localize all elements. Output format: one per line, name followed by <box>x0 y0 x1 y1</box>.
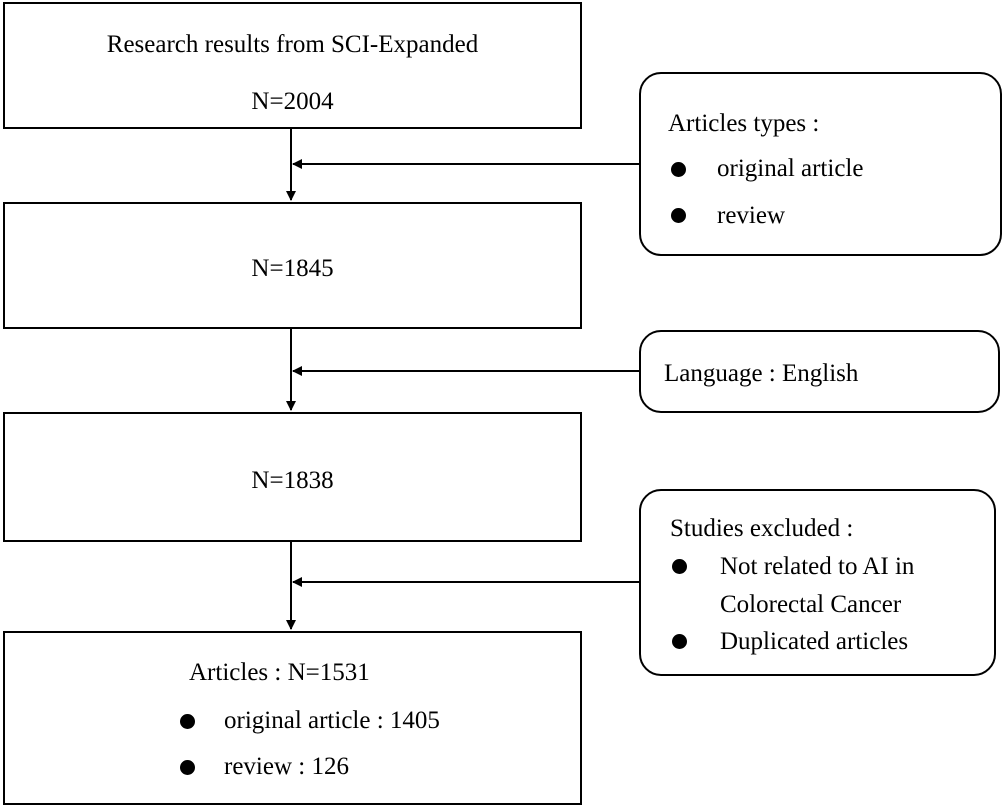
stage-count: N=1845 <box>251 255 334 282</box>
filter-item: Colorectal Cancer <box>720 591 902 618</box>
bullet-icon <box>180 760 195 775</box>
filter-title: Studies excluded : <box>670 515 854 542</box>
stage-box-search-results: Research results from SCI-Expanded N=200… <box>3 2 582 129</box>
filter-item: Not related to AI in <box>720 553 915 580</box>
stage-box-after-language-filter: N=1838 <box>3 412 582 542</box>
stage-count: N=1838 <box>251 467 334 494</box>
filter-box-article-types: Articles types : original article review <box>639 72 1002 256</box>
stage-box-after-type-filter: N=1845 <box>3 202 582 329</box>
stage-count: N=2004 <box>251 88 334 115</box>
stage-item: review : 126 <box>224 753 349 780</box>
bullet-icon <box>672 559 687 574</box>
bullet-icon <box>671 208 686 223</box>
stage-title: Research results from SCI-Expanded <box>106 31 479 58</box>
filter-title: Language : English <box>664 360 859 387</box>
filter-item: original article <box>717 155 864 182</box>
filter-title: Articles types : <box>668 110 820 137</box>
filter-item: Duplicated articles <box>720 628 909 655</box>
filter-item: review <box>717 202 786 229</box>
bullet-icon <box>672 634 687 649</box>
filter-box-studies-excluded: Studies excluded : Not related to AI in … <box>639 489 996 676</box>
stage-item: original article : 1405 <box>224 707 440 734</box>
stage-box-final-articles: Articles : N=1531 original article : 140… <box>3 631 582 805</box>
bullet-icon <box>671 162 686 177</box>
stage-title: Articles : N=1531 <box>189 659 370 686</box>
filter-box-language: Language : English <box>639 330 1000 413</box>
bullet-icon <box>180 714 195 729</box>
